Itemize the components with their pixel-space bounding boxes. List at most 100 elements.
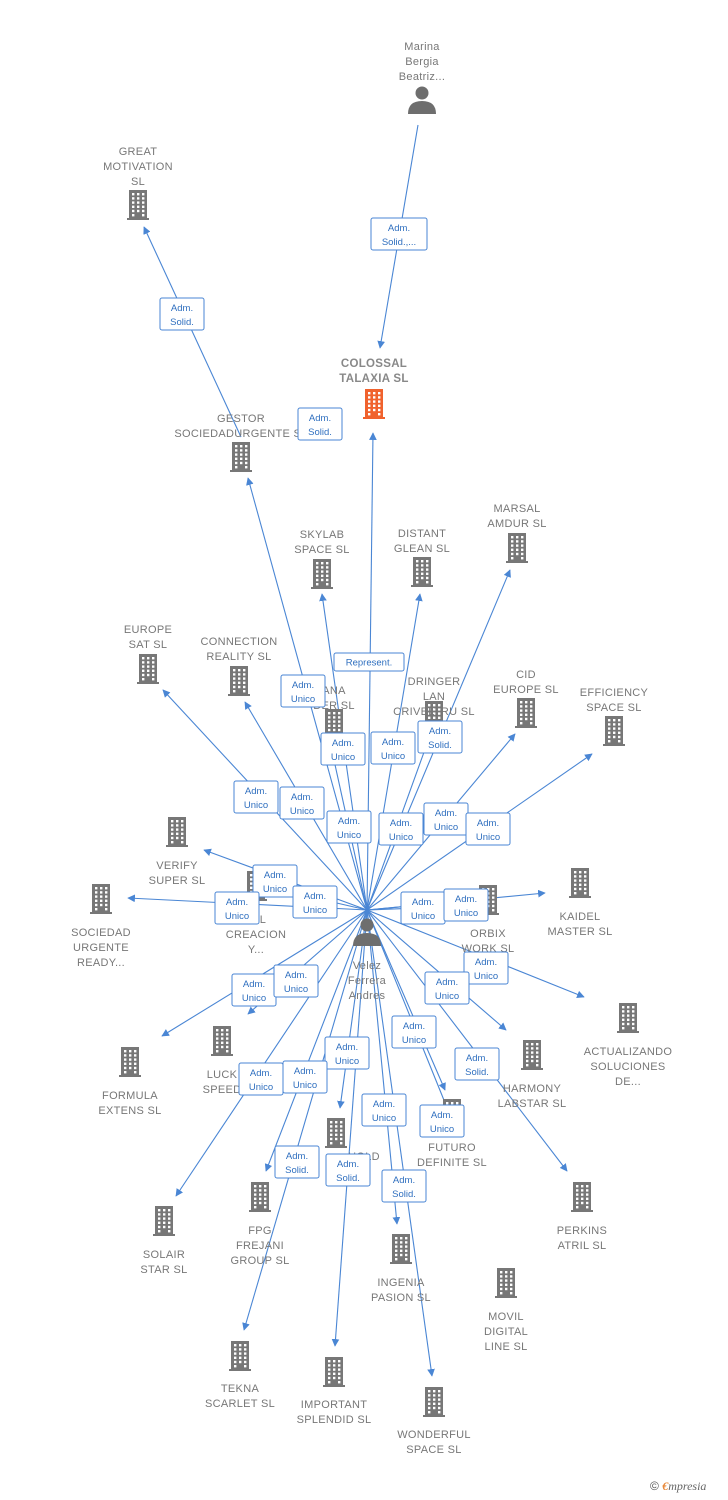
node-label: CRIVELTRU SL xyxy=(393,706,475,718)
building-icon xyxy=(571,1182,593,1212)
edge-label-text: Unico xyxy=(303,905,327,916)
edge-label[interactable]: Adm.Unico xyxy=(320,732,366,766)
edge-label[interactable]: Adm.Unico xyxy=(463,951,509,985)
node-label: MOTIVATION xyxy=(103,161,173,173)
building-icon xyxy=(411,557,433,587)
edge-label-text: Adm. xyxy=(477,818,499,829)
edge-label[interactable]: Adm.Solid. xyxy=(274,1145,320,1179)
edge-label-text: Adm. xyxy=(285,970,307,981)
edge-label-text: Adm. xyxy=(291,792,313,803)
edge-label[interactable]: Adm.Unico xyxy=(400,891,446,925)
node-actualizando[interactable]: ACTUALIZANDOSOLUCIONESDE... xyxy=(584,1003,673,1088)
edge-label[interactable]: Adm.Unico xyxy=(443,888,489,922)
edge-label-text: Unico xyxy=(291,694,315,705)
edge-label[interactable]: Adm.Solid. xyxy=(297,407,343,441)
edge-velez-futuro xyxy=(366,909,446,1091)
edge-label[interactable]: Adm.Unico xyxy=(465,812,511,846)
edge-label[interactable]: Adm.Unico xyxy=(273,964,319,998)
building-icon xyxy=(569,868,591,898)
edge-label[interactable]: Adm.Solid. xyxy=(159,297,205,331)
node-sociedad[interactable]: SOCIEDADURGENTEREADY... xyxy=(71,884,131,969)
edge-label[interactable]: Represent. xyxy=(333,652,405,672)
edge-label[interactable]: Adm.Unico xyxy=(233,780,279,814)
edge-label[interactable]: Adm.Unico xyxy=(231,973,277,1007)
edge-label[interactable]: Adm.Unico xyxy=(361,1093,407,1127)
edge-label[interactable]: Adm.Unico xyxy=(214,891,260,925)
edge-label[interactable]: Adm.Solid. xyxy=(325,1153,371,1187)
edge-label-text: Adm. xyxy=(403,1021,425,1032)
edge-label-text: Adm. xyxy=(388,223,410,234)
node-label: EUROPE SL xyxy=(493,684,559,696)
edge-label[interactable]: Adm.Unico xyxy=(324,1036,370,1070)
copyright-symbol: © xyxy=(650,1479,659,1493)
node-label: LINE SL xyxy=(484,1341,527,1353)
building-icon xyxy=(325,1118,347,1148)
node-label: SAT SL xyxy=(129,639,168,651)
edge-label[interactable]: Adm.Unico xyxy=(280,674,326,708)
edge-label[interactable]: Adm.Unico xyxy=(419,1104,465,1138)
edge-label[interactable]: Adm.Unico xyxy=(424,971,470,1005)
edge-label-text: Unico xyxy=(293,1080,317,1091)
edge-label-text: Unico xyxy=(290,806,314,817)
edge-label[interactable]: Adm.Solid. xyxy=(417,720,463,754)
node-label: KAIDEL xyxy=(560,911,601,923)
node-label: COLOSSAL xyxy=(341,358,407,370)
edge-velez-important xyxy=(331,909,368,1347)
edge-label[interactable]: Adm.Solid.,... xyxy=(370,217,428,251)
node-marina[interactable]: MarinaBergiaBeatriz... xyxy=(399,41,445,114)
node-label: ATRIL SL xyxy=(558,1240,607,1252)
edge-label[interactable]: Adm.Unico xyxy=(370,731,416,765)
edge-label-text: Unico xyxy=(331,752,355,763)
edge-label[interactable]: Adm.Unico xyxy=(378,812,424,846)
building-icon xyxy=(495,1268,517,1298)
edge-labels-layer: Adm.Solid.,...Adm.Solid.Adm.Solid.Repres… xyxy=(159,217,511,1203)
edge-label[interactable]: Adm.Unico xyxy=(326,810,372,844)
edge-label[interactable]: Adm.Solid. xyxy=(381,1169,427,1203)
node-label: SPLENDID SL xyxy=(297,1414,372,1426)
building-icon xyxy=(363,389,385,419)
edge-label[interactable]: Adm.Unico xyxy=(252,864,298,898)
node-label: SPEED xyxy=(203,1084,242,1096)
node-label: WONDERFUL xyxy=(397,1429,471,1441)
edge-label[interactable]: Adm.Unico xyxy=(391,1015,437,1049)
empresia-logo[interactable]: €mpresia xyxy=(662,1479,706,1493)
edge-label-text: Adm. xyxy=(412,897,434,908)
node-label: SKYLAB xyxy=(300,529,345,541)
node-label: FPG xyxy=(248,1225,272,1237)
edge-label[interactable]: Adm.Unico xyxy=(423,802,469,836)
node-label: Marina xyxy=(404,41,440,53)
edge-label[interactable]: Adm.Solid. xyxy=(454,1047,500,1081)
edge-label-text: Adm. xyxy=(455,894,477,905)
edge-label[interactable]: Adm.Unico xyxy=(282,1060,328,1094)
edge-label[interactable]: Adm. Unico xyxy=(279,786,325,820)
edge-label[interactable]: Adm.Unico xyxy=(292,885,338,919)
edge-label[interactable]: Adm.Unico xyxy=(238,1062,284,1096)
